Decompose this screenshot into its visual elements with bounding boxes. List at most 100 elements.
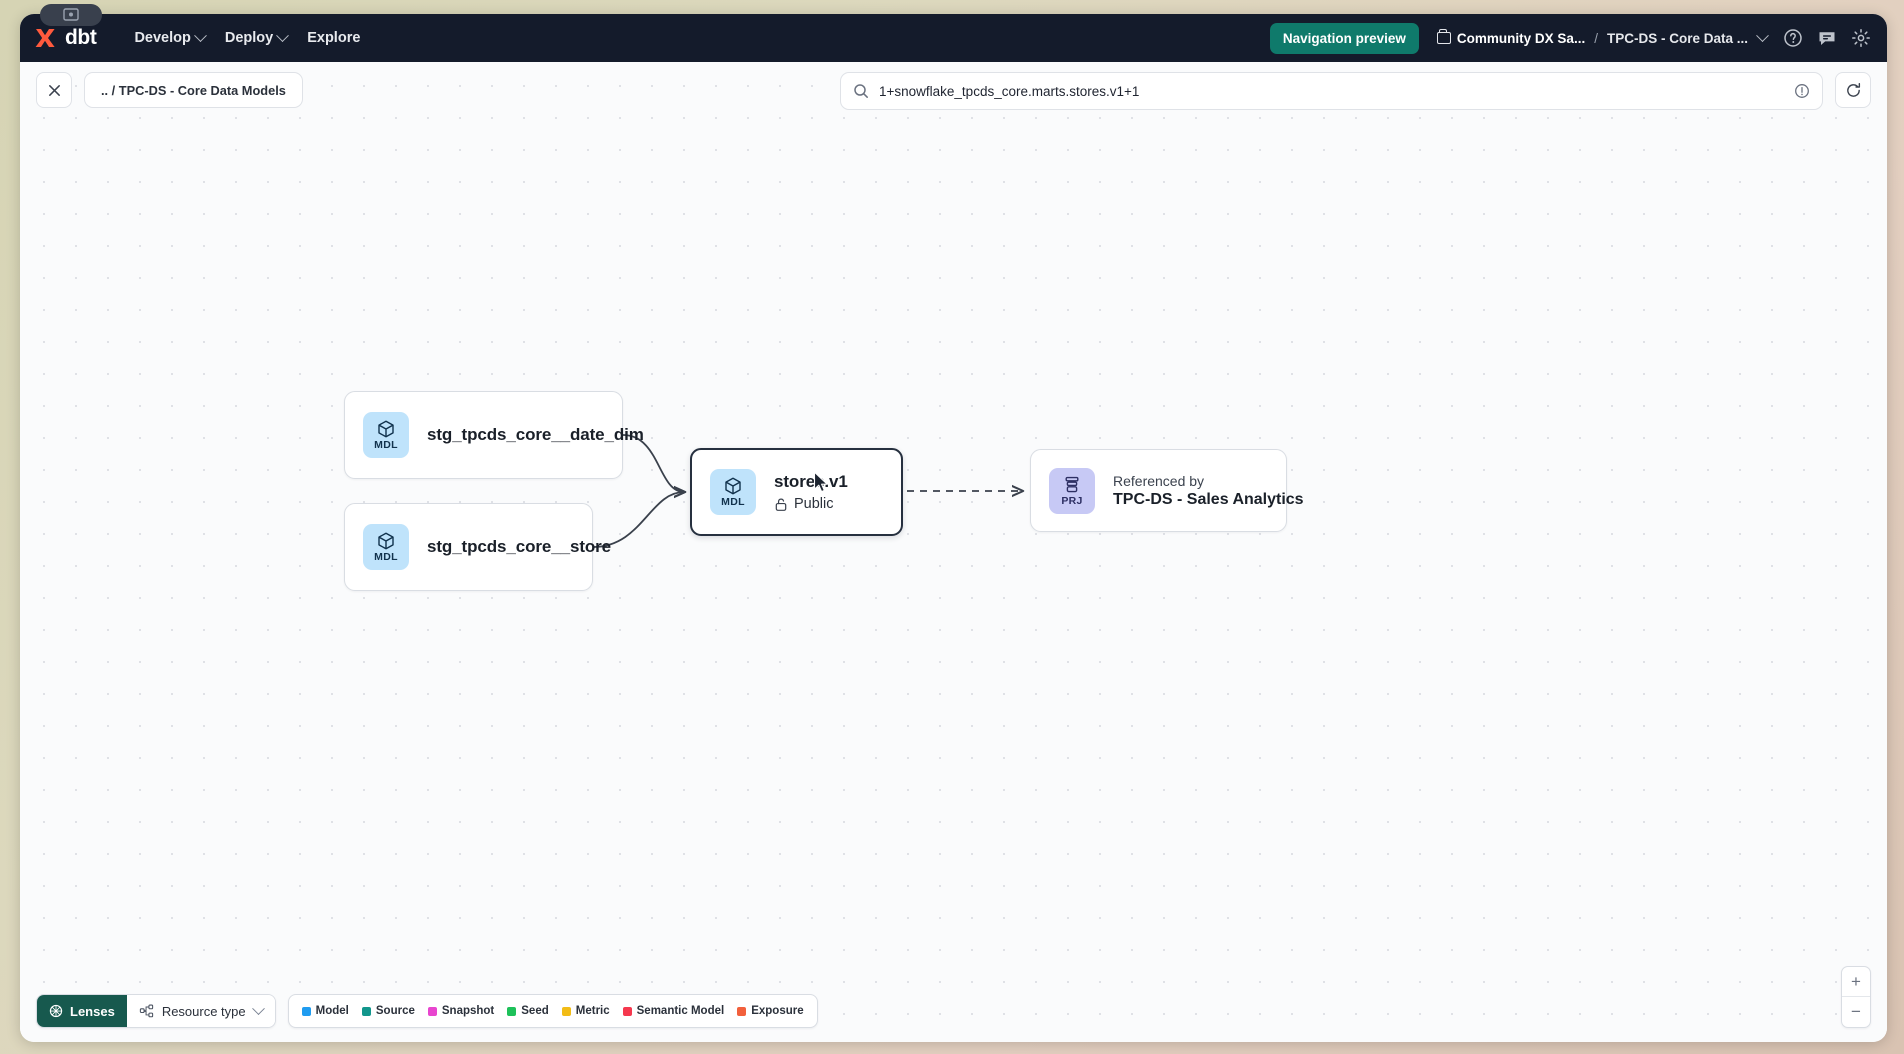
breadcrumb-separator: / bbox=[1594, 30, 1598, 46]
lenses-label: Lenses bbox=[70, 1003, 115, 1019]
node-badge-mdl: MDL bbox=[710, 469, 756, 515]
cube-icon bbox=[725, 477, 741, 495]
lineage-search-input[interactable] bbox=[879, 83, 1784, 99]
zoom-out-button[interactable]: − bbox=[1851, 1002, 1861, 1021]
legend-swatch bbox=[507, 1006, 517, 1016]
browser-tab-nub bbox=[40, 4, 102, 26]
navigation-preview-button[interactable]: Navigation preview bbox=[1269, 22, 1419, 54]
legend-item-metric[interactable]: Metric bbox=[561, 1005, 610, 1017]
lenses-button[interactable]: Lenses bbox=[37, 995, 127, 1027]
chevron-down-icon bbox=[194, 28, 207, 42]
nav-develop[interactable]: Develop bbox=[124, 24, 214, 52]
legend-item-semantic-model[interactable]: Semantic Model bbox=[622, 1005, 725, 1017]
nav-explore[interactable]: Explore bbox=[297, 24, 370, 52]
lineage-edges bbox=[592, 434, 1887, 548]
node-badge-prj: PRJ bbox=[1049, 467, 1095, 514]
nav-deploy[interactable]: Deploy bbox=[215, 24, 297, 52]
resource-type-label: Resource type bbox=[161, 1003, 246, 1019]
gear-icon[interactable] bbox=[1851, 28, 1871, 48]
node-badge-mdl: MDL bbox=[363, 412, 409, 458]
navbar-icons bbox=[1783, 28, 1871, 48]
nodes-icon bbox=[139, 1004, 153, 1018]
legend-label: Snapshot bbox=[441, 1005, 495, 1017]
close-button[interactable] bbox=[36, 72, 72, 108]
legend-item-snapshot[interactable]: Snapshot bbox=[427, 1005, 495, 1017]
legend-label: Metric bbox=[575, 1005, 610, 1017]
node-text-block: stg_tpcds_core__store bbox=[427, 537, 611, 557]
legend-label: Source bbox=[375, 1005, 415, 1017]
close-icon bbox=[48, 84, 60, 96]
node-pretitle: Referenced by bbox=[1113, 472, 1205, 489]
node-badge-label: PRJ bbox=[1061, 494, 1083, 507]
legend-label: Semantic Model bbox=[636, 1005, 725, 1017]
legend-swatch bbox=[622, 1006, 632, 1016]
node-access-row: Public bbox=[774, 496, 848, 512]
cube-icon bbox=[378, 532, 394, 550]
node-badge-label: MDL bbox=[374, 551, 398, 564]
chevron-down-icon bbox=[276, 28, 290, 42]
lineage-node-stg_store[interactable]: MDL stg_tpcds_core__store bbox=[344, 503, 611, 591]
breadcrumb-account-label: Community DX Sa... bbox=[1456, 30, 1586, 46]
chevron-down-icon bbox=[251, 1001, 265, 1015]
dbt-logo-text: dbt bbox=[65, 26, 97, 49]
breadcrumb-pill[interactable]: .. / TPC-DS - Core Data Models bbox=[84, 72, 303, 108]
top-navbar: dbt Develop Deploy Explore Navigation pr… bbox=[20, 14, 1887, 62]
breadcrumb-account[interactable]: Community DX Sa... bbox=[1436, 29, 1586, 46]
search-icon bbox=[854, 84, 868, 98]
nav-explore-label: Explore bbox=[307, 30, 361, 46]
folder-icon bbox=[1436, 29, 1451, 44]
chevron-down-icon bbox=[1756, 28, 1769, 42]
breadcrumb-project-label: TPC-DS - Core Data ... bbox=[1606, 30, 1748, 46]
dbt-x-mark bbox=[35, 29, 55, 47]
legend-swatch bbox=[427, 1006, 437, 1016]
resource-type-legend: Model Source Snapshot Seed Metric Semantic Mo… bbox=[287, 994, 818, 1028]
node-badge-label: MDL bbox=[721, 496, 745, 509]
legend-item-seed[interactable]: Seed bbox=[507, 1005, 549, 1017]
lineage-search-box[interactable] bbox=[840, 72, 1823, 110]
legend-swatch bbox=[561, 1006, 571, 1016]
breadcrumb-project[interactable]: TPC-DS - Core Data ... bbox=[1606, 28, 1769, 46]
legend-item-model[interactable]: Model bbox=[301, 1005, 349, 1017]
legend-label: Model bbox=[315, 1005, 349, 1017]
navbar-breadcrumb: Community DX Sa... / TPC-DS - Core Data … bbox=[1436, 28, 1769, 46]
node-badge-label: MDL bbox=[374, 439, 398, 452]
legend-swatch bbox=[301, 1006, 311, 1016]
cube-icon bbox=[378, 420, 394, 438]
lineage-node-stg_date_dim[interactable]: MDL stg_tpcds_core__date_dim bbox=[344, 391, 644, 479]
node-title: stores.v1 bbox=[774, 472, 848, 491]
resource-type-dropdown[interactable]: Resource type bbox=[126, 995, 275, 1027]
feedback-icon[interactable] bbox=[1817, 28, 1837, 48]
legend-label: Seed bbox=[521, 1005, 549, 1017]
node-text-block: stg_tpcds_core__date_dim bbox=[427, 425, 644, 445]
nav-develop-label: Develop bbox=[134, 30, 191, 46]
legend-label: Exposure bbox=[751, 1005, 804, 1017]
node-badge-mdl: MDL bbox=[363, 524, 409, 570]
nav-deploy-label: Deploy bbox=[224, 30, 274, 46]
refresh-button[interactable] bbox=[1835, 72, 1871, 108]
lens-icon bbox=[49, 1004, 63, 1018]
help-circle-icon[interactable] bbox=[1783, 28, 1803, 48]
zoom-in-button[interactable]: + bbox=[1842, 967, 1870, 997]
zoom-controls: + − bbox=[1841, 966, 1871, 1028]
lens-control-group: Lenses Resource type bbox=[36, 994, 276, 1028]
refresh-icon bbox=[1846, 82, 1860, 97]
dbt-logo[interactable]: dbt bbox=[32, 26, 97, 50]
app-window: dbt Develop Deploy Explore Navigation pr… bbox=[20, 14, 1887, 1042]
info-icon[interactable] bbox=[1794, 83, 1810, 99]
legend-swatch bbox=[361, 1006, 371, 1016]
unlock-icon bbox=[775, 498, 787, 511]
project-icon bbox=[1065, 476, 1079, 493]
legend-item-source[interactable]: Source bbox=[361, 1005, 415, 1017]
node-access-label: Public bbox=[794, 496, 834, 512]
lineage-search-wrap bbox=[840, 72, 1823, 110]
tab-thumbnail-icon bbox=[63, 8, 79, 21]
legend-item-exposure[interactable]: Exposure bbox=[737, 1005, 804, 1017]
lineage-toolbar: .. / TPC-DS - Core Data Models bbox=[20, 62, 1887, 118]
